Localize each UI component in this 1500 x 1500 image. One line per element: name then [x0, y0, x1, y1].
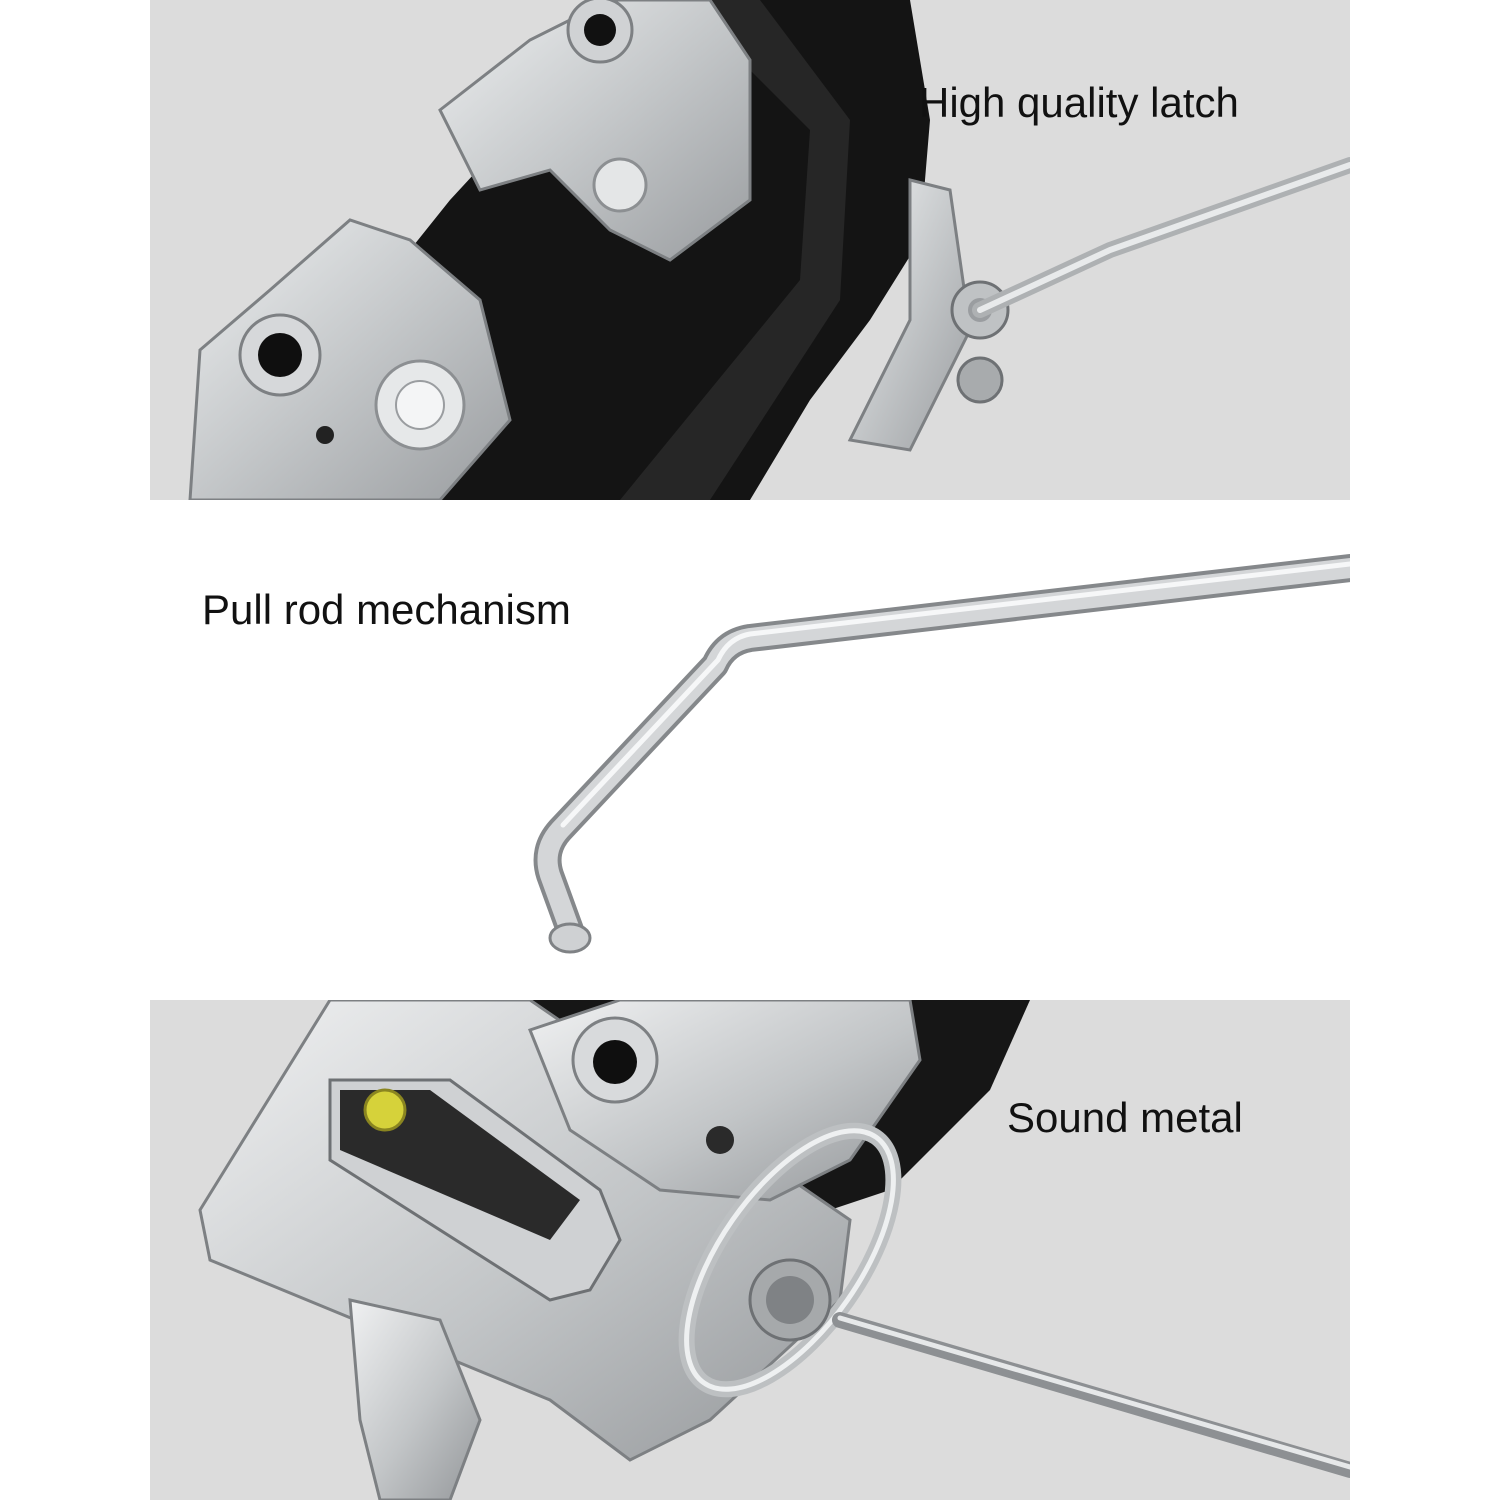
panel-sound-metal: Sound metal — [150, 1000, 1350, 1500]
latch-closeup-image — [188, 0, 1350, 500]
caption-sound-metal: Sound metal — [1007, 1094, 1243, 1141]
caption-high-quality-latch: High quality latch — [919, 79, 1239, 126]
caption-pull-rod-mechanism: Pull rod mechanism — [202, 586, 571, 633]
sound-metal-image — [198, 1000, 1350, 1500]
pull-rod-image — [533, 554, 1350, 954]
panel-pull-rod: Pull rod mechanism — [150, 500, 1350, 1000]
panel-latch-closeup: High quality latch — [150, 0, 1350, 500]
